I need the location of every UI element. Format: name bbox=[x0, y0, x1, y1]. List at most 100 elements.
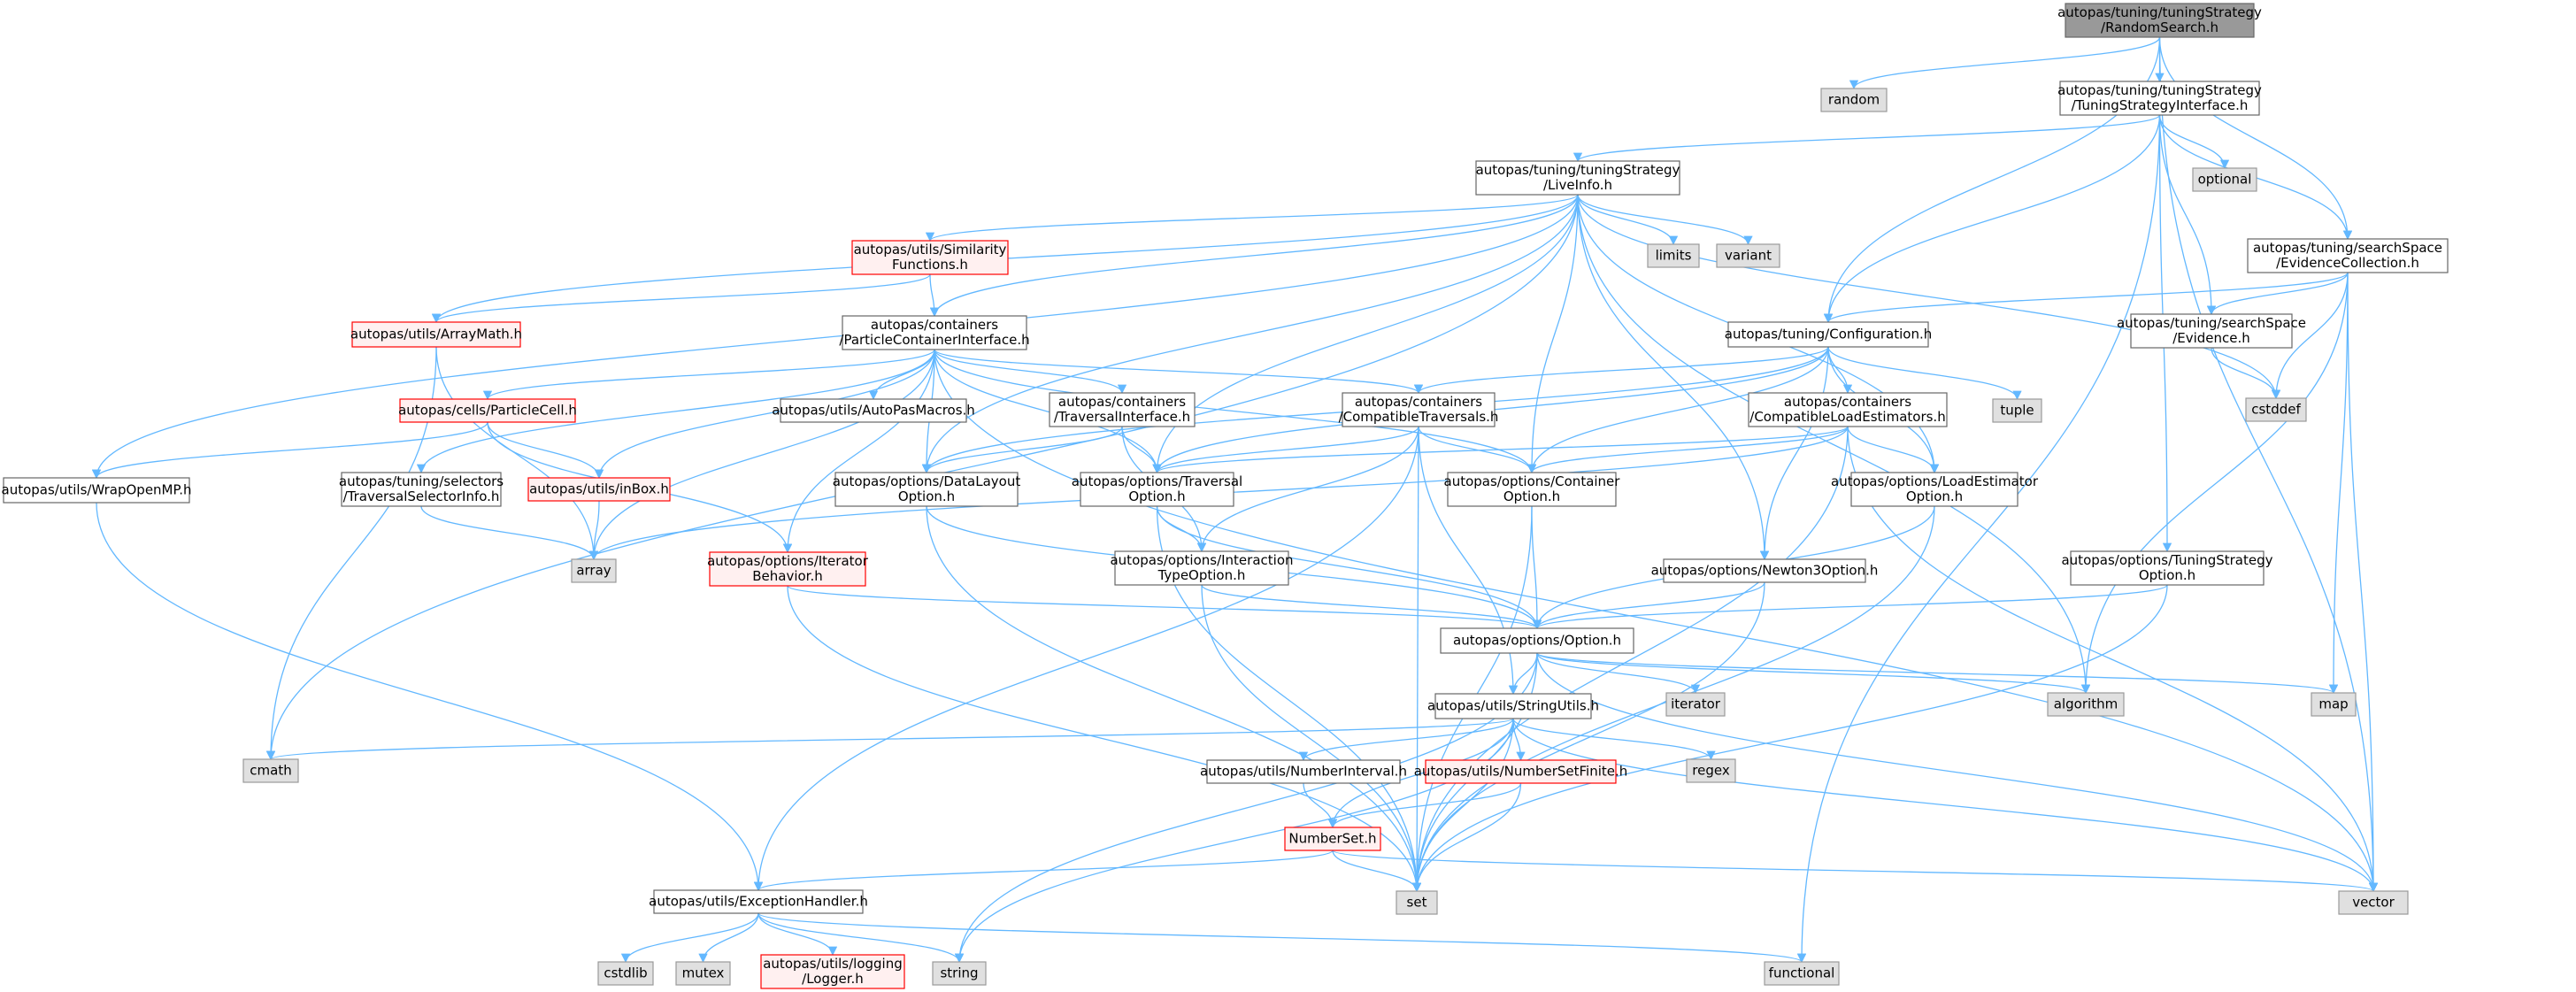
node-label: autopas/options/DataLayout bbox=[833, 473, 1021, 489]
node-autopas-tuning-tuningstrategy-liveinfo-h[interactable]: autopas/tuning/tuningStrategy/LiveInfo.h bbox=[1475, 160, 1680, 196]
edge-arraymath-to-cmath bbox=[265, 346, 437, 761]
node-autopas-utils-logging-logger-h[interactable]: autopas/utils/logging/Logger.h bbox=[760, 954, 905, 989]
node-limits: limits bbox=[1647, 243, 1700, 268]
node-autopas-tuning-tuningstrategy-tuningstrategyinterface-h[interactable]: autopas/tuning/tuningStrategy/TuningStra… bbox=[2057, 81, 2262, 116]
node-label: Option.h bbox=[898, 488, 955, 504]
edge-inbox-to-array bbox=[588, 500, 600, 561]
node-autopas-tuning-configuration-h[interactable]: autopas/tuning/Configuration.h bbox=[1725, 321, 1933, 348]
node-autopas-utils-wrapopenmp-h[interactable]: autopas/utils/WrapOpenMP.h bbox=[2, 477, 192, 504]
node-box bbox=[780, 398, 967, 423]
node-label: autopas/options/Iterator bbox=[707, 553, 869, 569]
node-autopas-tuning-searchspace-evidence-h[interactable]: autopas/tuning/searchSpace/Evidence.h bbox=[2117, 313, 2306, 349]
node-autopas-containers-traversalinterface-h[interactable]: autopas/containers/TraversalInterface.h bbox=[1049, 392, 1196, 427]
node-iterator: iterator bbox=[1665, 692, 1726, 717]
node-autopas-utils-stringutils-h[interactable]: autopas/utils/StringUtils.h bbox=[1427, 693, 1599, 719]
node-label: Option.h bbox=[1503, 488, 1560, 504]
edge-strutils-to-numset bbox=[1327, 718, 1514, 829]
node-autopas-tuning-selectors-traversalselectorinfo-h[interactable]: autopas/tuning/selectors/TraversalSelect… bbox=[339, 472, 504, 507]
node-mutex: mutex bbox=[675, 961, 731, 986]
edge-contopt-to-option bbox=[1531, 505, 1542, 630]
edge-tsinfo-to-array bbox=[420, 505, 599, 561]
nodes-layer: autopas/tuning/tuningStrategy/RandomSear… bbox=[2, 3, 2449, 989]
node-autopas-options-option-h[interactable]: autopas/options/Option.h bbox=[1440, 627, 1634, 654]
node-label: autopas/containers bbox=[871, 317, 998, 333]
edge-pcell-to-inbox bbox=[487, 421, 604, 480]
node-box bbox=[1342, 392, 1496, 427]
node-cstdlib: cstdlib bbox=[597, 961, 654, 986]
edge-liveinfo-to-limits bbox=[1577, 194, 1679, 246]
node-tuple: tuple bbox=[1992, 398, 2042, 423]
node-box bbox=[571, 558, 617, 583]
node-numberset-h[interactable]: NumberSet.h bbox=[1284, 827, 1381, 851]
node-box bbox=[597, 961, 654, 986]
node-autopas-containers-compatibleloadestimators-h[interactable]: autopas/containers/CompatibleLoadEstimat… bbox=[1748, 392, 1948, 427]
node-autopas-containers-compatibletraversals-h[interactable]: autopas/containers/CompatibleTraversals.… bbox=[1339, 392, 1499, 427]
node-box bbox=[1425, 759, 1617, 784]
node-label: autopas/utils/Similarity bbox=[854, 242, 1007, 258]
edge-pci-to-comptrav bbox=[934, 349, 1423, 395]
edge-simfunc-to-pci bbox=[929, 273, 940, 318]
node-box bbox=[1114, 550, 1289, 586]
node-box bbox=[1663, 558, 1866, 583]
node-label: /LiveInfo.h bbox=[1543, 177, 1612, 193]
node-optional: optional bbox=[2192, 167, 2257, 192]
node-autopas-utils-exceptionhandler-h[interactable]: autopas/utils/ExceptionHandler.h bbox=[649, 889, 868, 914]
edge-pci-to-inbox bbox=[594, 349, 935, 480]
edge-compload-to-contopt bbox=[1526, 426, 1849, 474]
edge-comptrav-to-exhandler bbox=[753, 426, 1419, 892]
node-autopas-cells-particlecell-h[interactable]: autopas/cells/ParticleCell.h bbox=[398, 398, 577, 423]
node-box bbox=[1475, 160, 1680, 196]
node-box bbox=[2338, 890, 2409, 915]
edge-intertype-to-option bbox=[1201, 584, 1542, 630]
edge-option-to-algorithm bbox=[1536, 652, 2090, 695]
node-box bbox=[1080, 472, 1234, 507]
node-label: Option.h bbox=[2139, 567, 2195, 583]
node-autopas-utils-inbox-h[interactable]: autopas/utils/inBox.h bbox=[527, 477, 671, 502]
edge-comptrav-to-contopt bbox=[1418, 426, 1537, 474]
node-label: autopas/options/Traversal bbox=[1072, 473, 1242, 489]
node-label: mutex bbox=[682, 965, 725, 981]
node-autopas-tuning-tuningstrategy-randomsearch-h[interactable]: autopas/tuning/tuningStrategy/RandomSear… bbox=[2057, 3, 2262, 38]
edge-liveinfo-to-variant bbox=[1577, 194, 1753, 246]
node-autopas-containers-particlecontainerinterface-h[interactable]: autopas/containers/ParticleContainerInte… bbox=[839, 315, 1030, 350]
node-label: autopas/cells/ParticleCell.h bbox=[398, 403, 577, 419]
edge-compload-to-travopt bbox=[1152, 426, 1849, 474]
node-autopas-tuning-searchspace-evidencecollection-h[interactable]: autopas/tuning/searchSpace/EvidenceColle… bbox=[2247, 238, 2449, 273]
node-regex: regex bbox=[1686, 758, 1736, 783]
node-autopas-utils-arraymath-h[interactable]: autopas/utils/ArrayMath.h bbox=[350, 321, 522, 348]
node-autopas-options-newton3option-h[interactable]: autopas/options/Newton3Option.h bbox=[1651, 558, 1879, 583]
edge-iterbeh-to-option bbox=[787, 585, 1542, 630]
edge-liveinfo-to-pci bbox=[929, 194, 1579, 318]
edge-pci-to-array bbox=[588, 349, 935, 561]
node-box bbox=[341, 472, 502, 507]
edge-tsi-to-liveinfo bbox=[1573, 114, 2161, 163]
node-label: NumberSet.h bbox=[1288, 831, 1376, 847]
edge-config-to-comptrav bbox=[1413, 346, 1829, 395]
node-label: /Evidence.h bbox=[2172, 330, 2250, 346]
node-box bbox=[2059, 81, 2260, 116]
node-label: /CompatibleLoadEstimators.h bbox=[1749, 409, 1945, 425]
node-label: autopas/utils/ExceptionHandler.h bbox=[649, 894, 868, 910]
node-cmath: cmath bbox=[242, 758, 299, 783]
edge-strutils-to-regex bbox=[1512, 718, 1716, 761]
node-autopas-utils-numbersetfinite-h[interactable]: autopas/utils/NumberSetFinite.h bbox=[1414, 759, 1628, 784]
node-box bbox=[2247, 238, 2449, 273]
node-box bbox=[527, 477, 671, 502]
edge-config-to-contopt bbox=[1526, 346, 1829, 474]
node-label: autopas/utils/StringUtils.h bbox=[1427, 698, 1599, 714]
node-autopas-utils-numberinterval-h[interactable]: autopas/utils/NumberInterval.h bbox=[1200, 759, 1407, 784]
edge-strutils-to-numint bbox=[1298, 718, 1514, 762]
edge-liveinfo-to-newton3 bbox=[1577, 194, 1770, 561]
node-label: autopas/utils/WrapOpenMP.h bbox=[2, 482, 192, 498]
node-box bbox=[3, 477, 190, 504]
node-autopas-utils-autopasmacros-h[interactable]: autopas/utils/AutoPasMacros.h bbox=[772, 398, 975, 423]
